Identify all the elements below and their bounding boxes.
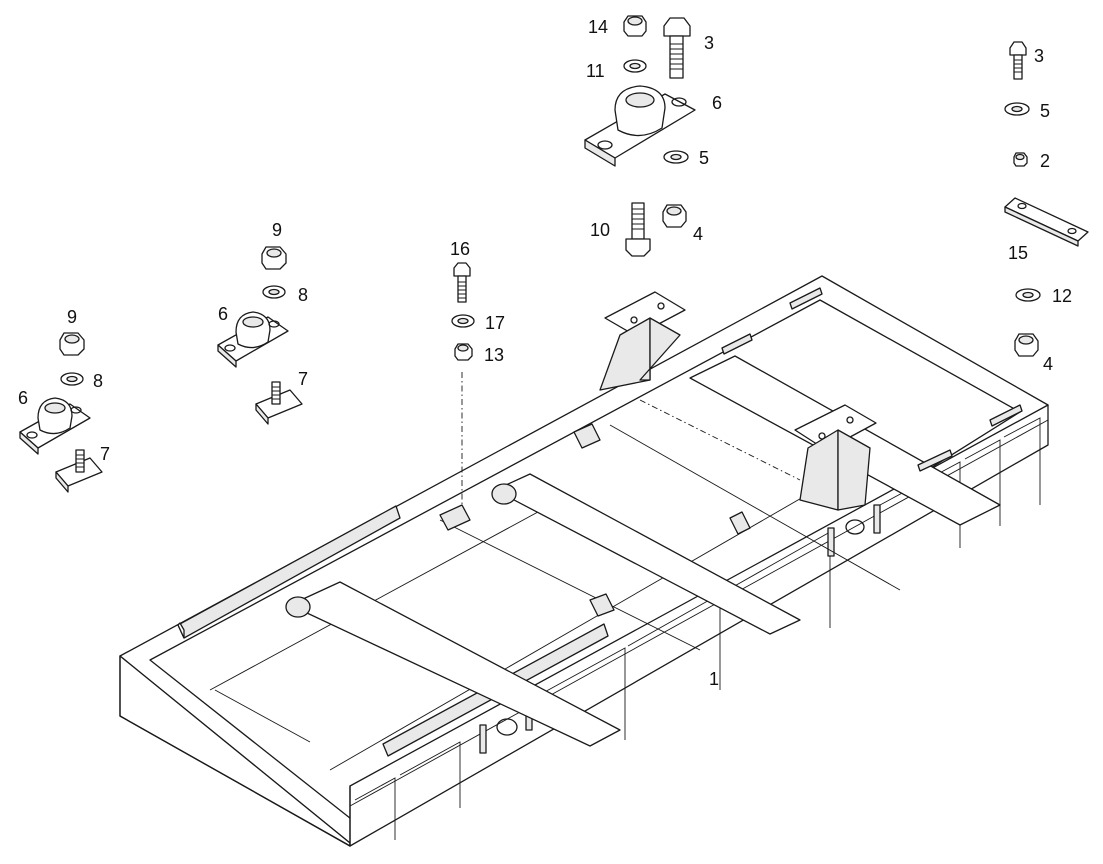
callout-7-lower: 7 [100,444,110,464]
callout-labels: 1 2 3 3 4 4 5 5 6 6 6 7 7 8 8 9 9 10 11 … [18,17,1072,689]
callout-6-upper: 6 [218,304,228,324]
callout-11: 11 [586,61,605,81]
callout-9-lower: 9 [67,307,77,327]
cross-tube-front [285,581,621,747]
parts-set-right [1004,41,1089,357]
washer-11 [623,59,647,73]
washer-12 [1015,288,1041,302]
callout-3-top: 3 [704,33,714,53]
callout-5-right: 5 [1040,101,1050,121]
callout-8-lower: 8 [93,371,103,391]
bolt-16 [453,262,471,303]
callout-15: 15 [1008,243,1028,263]
callout-8-upper: 8 [298,285,308,305]
nut-4-top [662,204,687,228]
plate-15 [1004,197,1089,247]
front-wall-bracket-1 [479,724,487,754]
frame-bracket-right [794,404,877,511]
mount-set-upper-left [217,246,303,425]
front-wall-hole-right [845,519,865,535]
nut-9-lower [59,332,85,356]
callout-12: 12 [1052,286,1072,306]
callout-16: 16 [450,239,470,259]
cross-tube-rear [491,473,801,635]
bolt-3-top [663,17,691,79]
callout-13: 13 [484,345,504,365]
nut-4-right [1014,333,1039,357]
floor-clips [439,287,1023,617]
rubber-mount-6-upper [217,311,289,368]
callout-10: 10 [590,220,610,240]
rubber-mount-6-lower [19,397,91,455]
callout-5-top: 5 [699,148,709,168]
stud-bracket-7-upper [255,381,303,425]
washer-5-right [1004,102,1030,116]
front-wall-bracket-4 [873,504,881,534]
callout-1: 1 [709,669,719,689]
washer-8-lower [60,372,84,386]
callout-6-lower: 6 [18,388,28,408]
callout-4-right: 4 [1043,354,1053,374]
bolt-10 [625,202,651,257]
nut-9-upper [261,246,287,270]
nut-13 [454,343,473,361]
callout-4-top: 4 [693,224,703,244]
washer-17 [451,314,475,328]
callout-6-top: 6 [712,93,722,113]
washer-8-upper [262,285,286,299]
rubber-mount-6-top [584,85,696,167]
frame-bracket-left [599,291,686,391]
nut-2 [1013,152,1028,167]
bolt-set-center [451,262,475,361]
callout-17: 17 [485,313,505,333]
front-wall-bracket-3 [827,527,835,557]
mount-set-top-center [584,15,696,257]
mount-set-lower-left [19,332,103,493]
base-frame [119,275,1049,847]
callout-9-upper: 9 [272,220,282,240]
left-rail [177,505,401,639]
callout-2: 2 [1040,151,1050,171]
nut-14 [623,15,647,37]
bolt-3-right [1009,41,1027,80]
callout-3-right: 3 [1034,46,1044,66]
hidden-tube-line [639,399,801,481]
front-wall-hole-left [496,718,518,736]
callout-14: 14 [588,17,608,37]
washer-5-top [663,150,689,164]
stud-bracket-7-lower [55,449,103,493]
callout-7-upper: 7 [298,369,308,389]
base-frame-floor [149,299,1021,827]
